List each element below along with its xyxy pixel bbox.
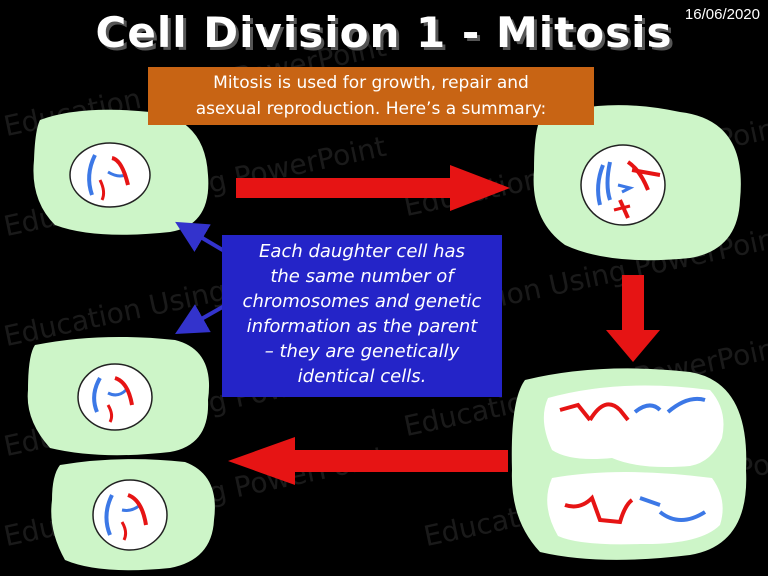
info-line: identical cells. [297,366,427,387]
chromosome-red [631,168,661,177]
chromosome-blue [666,396,706,414]
summary-line: asexual reproduction. Here’s a summary: [195,99,547,119]
chromosome-blue [639,496,661,507]
info-line: the same number of [270,266,454,287]
info-line: information as the parent [246,316,478,337]
chromosome-blue [633,403,662,414]
nucleus [547,472,723,545]
arrow-down [606,275,660,362]
nucleus [69,142,151,208]
chromosome-red [564,494,634,525]
chromosome-blue [107,388,128,397]
daughter-cell-1 [27,336,210,456]
arrow-right [236,165,510,211]
daughter-cell-2 [51,459,215,571]
chromosome-blue [658,510,707,522]
chromosome-red [111,156,130,186]
pointer-arrow-upper [175,221,228,254]
nucleus [92,479,168,551]
slide-title: Cell Division 1 - Mitosis [95,8,673,57]
info-box: Each daughter cell has the same number o… [222,235,502,397]
summary-box: Mitosis is used for growth, repair and a… [148,67,594,125]
chromosome-red [98,179,106,201]
chromosome-blue [596,164,605,206]
replicating-cell [533,105,741,261]
slide-date: 16/06/2020 [684,6,760,23]
chromosome-red [114,376,134,406]
chromosome-red [559,402,592,422]
arrow-left [228,437,508,485]
info-line: chromosomes and genetic [242,291,482,312]
info-line: Each daughter cell has [259,241,465,262]
chromosome-blue [92,376,102,413]
chromosome-red [613,204,631,212]
chromosome-red [127,493,148,526]
pointer-arrow-lower [175,303,227,334]
chromosome-red [106,404,114,423]
chromosome-blue [87,154,97,196]
info-line: – they are genetically [264,341,460,362]
chromosome-red [120,521,128,541]
chromosome-blue [617,183,635,194]
dividing-cell [511,368,747,560]
parent-cell [33,109,209,235]
chromosome-blue [605,161,612,201]
chromosome-red [588,402,630,422]
chromosome-blue [104,494,114,536]
nucleus [77,363,153,431]
summary-line: Mitosis is used for growth, repair and [213,73,529,93]
